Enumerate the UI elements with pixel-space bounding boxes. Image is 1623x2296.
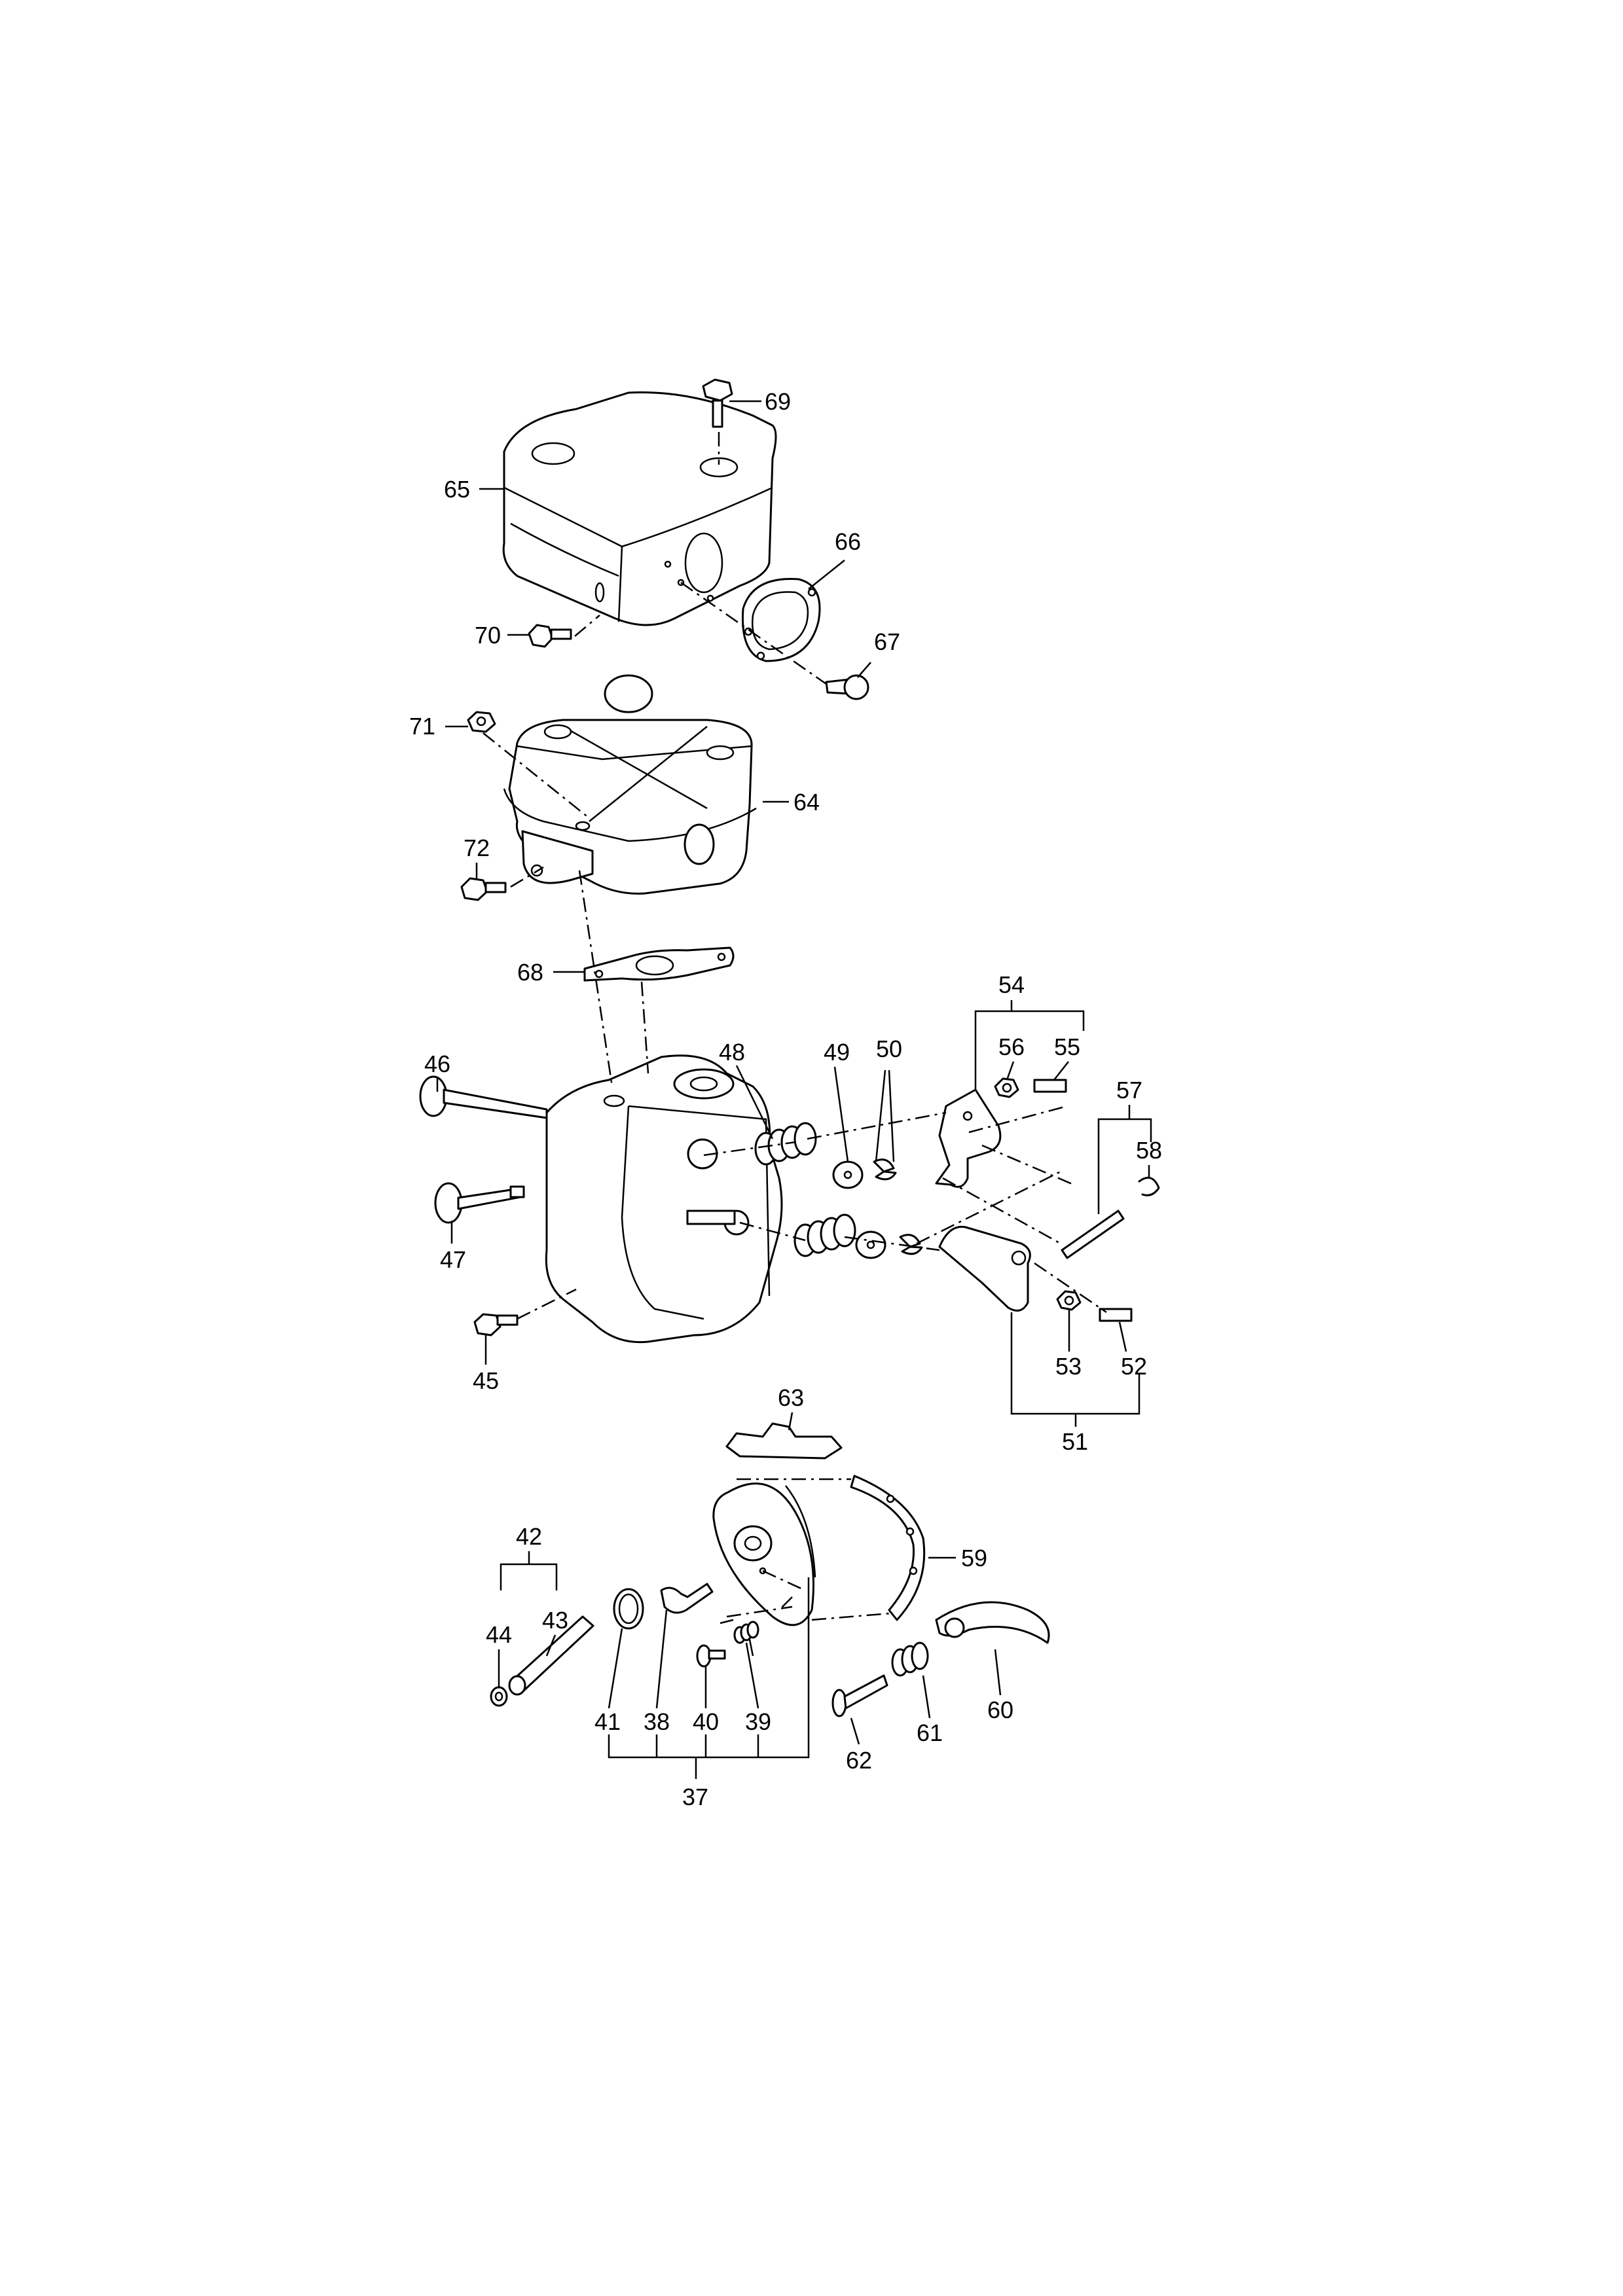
nut-53	[1056, 1290, 1082, 1311]
callout-46: 46	[424, 1050, 450, 1077]
weight-60	[935, 1601, 1050, 1644]
spring-48-lower	[793, 1213, 856, 1257]
bolt-45	[473, 1313, 519, 1336]
callout-42: 42	[516, 1523, 542, 1550]
valve-46	[419, 1075, 548, 1119]
callout-58: 58	[1136, 1137, 1162, 1164]
callout-numbers: 69 65 66 67 70 71 64 72 68 54 48 49 50 5…	[409, 388, 1162, 1810]
callout-64: 64	[793, 789, 820, 816]
callout-39: 39	[745, 1708, 771, 1735]
cotter-50-upper	[873, 1158, 897, 1181]
nut-56	[994, 1077, 1019, 1098]
pivot-55	[1033, 1079, 1067, 1093]
callout-72: 72	[464, 834, 490, 861]
spring-39	[720, 1619, 759, 1657]
bolt-69	[702, 378, 733, 428]
callout-56: 56	[998, 1033, 1025, 1060]
rocker-arm-54	[935, 1088, 1002, 1188]
pin-40	[696, 1644, 726, 1668]
callout-67: 67	[874, 628, 900, 655]
callout-49: 49	[824, 1039, 850, 1066]
cotter-50-lower	[899, 1234, 923, 1255]
callout-41: 41	[594, 1708, 621, 1735]
callout-63: 63	[778, 1384, 804, 1411]
cam-gear	[712, 1482, 816, 1626]
segment-59	[850, 1475, 926, 1621]
callout-44: 44	[486, 1621, 512, 1648]
washer-41	[613, 1588, 644, 1630]
callout-69: 69	[765, 388, 791, 415]
callout-59: 59	[961, 1545, 987, 1571]
gasket-68	[583, 946, 735, 982]
gasket-66	[741, 578, 821, 662]
retainer-49-upper-hole	[843, 1170, 852, 1179]
callout-57: 57	[1116, 1077, 1142, 1103]
shaft-43	[508, 1615, 594, 1696]
callout-53: 53	[1055, 1353, 1082, 1380]
spring-48-upper	[754, 1122, 817, 1166]
callout-51: 51	[1062, 1428, 1088, 1455]
callout-68: 68	[517, 959, 543, 986]
bolt-72	[460, 877, 507, 901]
callout-52: 52	[1121, 1353, 1147, 1380]
callout-61: 61	[917, 1719, 943, 1746]
clip-58	[1138, 1176, 1160, 1196]
nut-71	[467, 711, 496, 733]
muffler-cover	[502, 391, 777, 626]
muffler-body	[503, 674, 757, 895]
cylinder-head	[545, 1054, 783, 1344]
callout-37: 37	[682, 1784, 708, 1810]
callout-54: 54	[998, 971, 1025, 998]
valve-47	[434, 1182, 525, 1224]
callout-43: 43	[542, 1607, 568, 1634]
rocker-arm-51	[938, 1225, 1031, 1312]
callout-48: 48	[719, 1039, 745, 1066]
pin-62	[831, 1674, 888, 1717]
callout-45: 45	[473, 1367, 499, 1394]
push-rod-57	[1061, 1210, 1125, 1259]
retainer-49-lower-hole	[866, 1240, 875, 1249]
callout-55: 55	[1054, 1033, 1080, 1060]
bolt-70	[528, 624, 572, 648]
screw-67	[825, 674, 869, 700]
leader-lines	[436, 400, 1152, 1779]
callout-65: 65	[444, 476, 470, 503]
callout-40: 40	[693, 1708, 719, 1735]
cam-plate-63	[725, 1422, 843, 1460]
callout-66: 66	[835, 528, 861, 555]
callout-60: 60	[987, 1696, 1013, 1723]
callout-38: 38	[644, 1708, 670, 1735]
spring-61	[891, 1641, 929, 1677]
assembly-lines	[483, 432, 1107, 1621]
washer-44	[490, 1686, 508, 1707]
pivot-52	[1099, 1308, 1133, 1322]
callout-62: 62	[846, 1747, 872, 1774]
callout-50: 50	[876, 1035, 902, 1062]
callout-71: 71	[409, 713, 435, 740]
lever-38	[660, 1583, 714, 1614]
callout-47: 47	[440, 1246, 466, 1273]
callout-70: 70	[475, 622, 501, 649]
